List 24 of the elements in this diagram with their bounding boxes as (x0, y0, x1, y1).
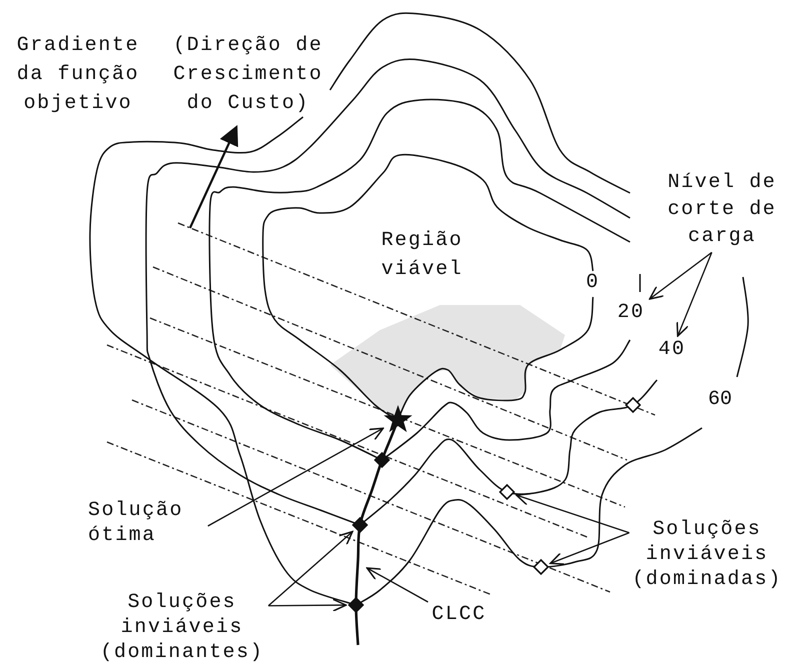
annotation-text: Solução ótima (88, 498, 198, 548)
leader-arrow (676, 252, 712, 337)
leader-arrow (268, 530, 354, 606)
annotation-text: Soluções inviáveis (dominantes) (92, 590, 272, 665)
annotation-text: Nível de corte de carga (658, 169, 786, 250)
annotation-text: 20 (612, 301, 650, 325)
annotation-text: Gradiente da função objetivo (4, 31, 152, 118)
leader-arrow (516, 492, 630, 534)
solution-marker (348, 597, 364, 613)
solution-marker (374, 452, 390, 468)
solution-marker (352, 517, 368, 533)
leader-arrow (550, 532, 630, 565)
open-solution-marker (533, 559, 549, 575)
annotation-text: Soluções inviáveis (dominadas) (626, 517, 788, 592)
leader-arrow (366, 567, 428, 603)
open-solution-marker (499, 484, 515, 500)
annotation-text: CLCC (428, 602, 490, 628)
open-solution-marker (625, 397, 641, 413)
annotation-text: (Direção de Crescimento do Custo) (163, 31, 333, 118)
annotation-text: 40 (652, 338, 692, 362)
leader-arrow (648, 252, 712, 300)
annotation-text: Região viável (370, 226, 474, 284)
leader-arrow (208, 428, 384, 527)
leader-arrow (268, 598, 347, 612)
